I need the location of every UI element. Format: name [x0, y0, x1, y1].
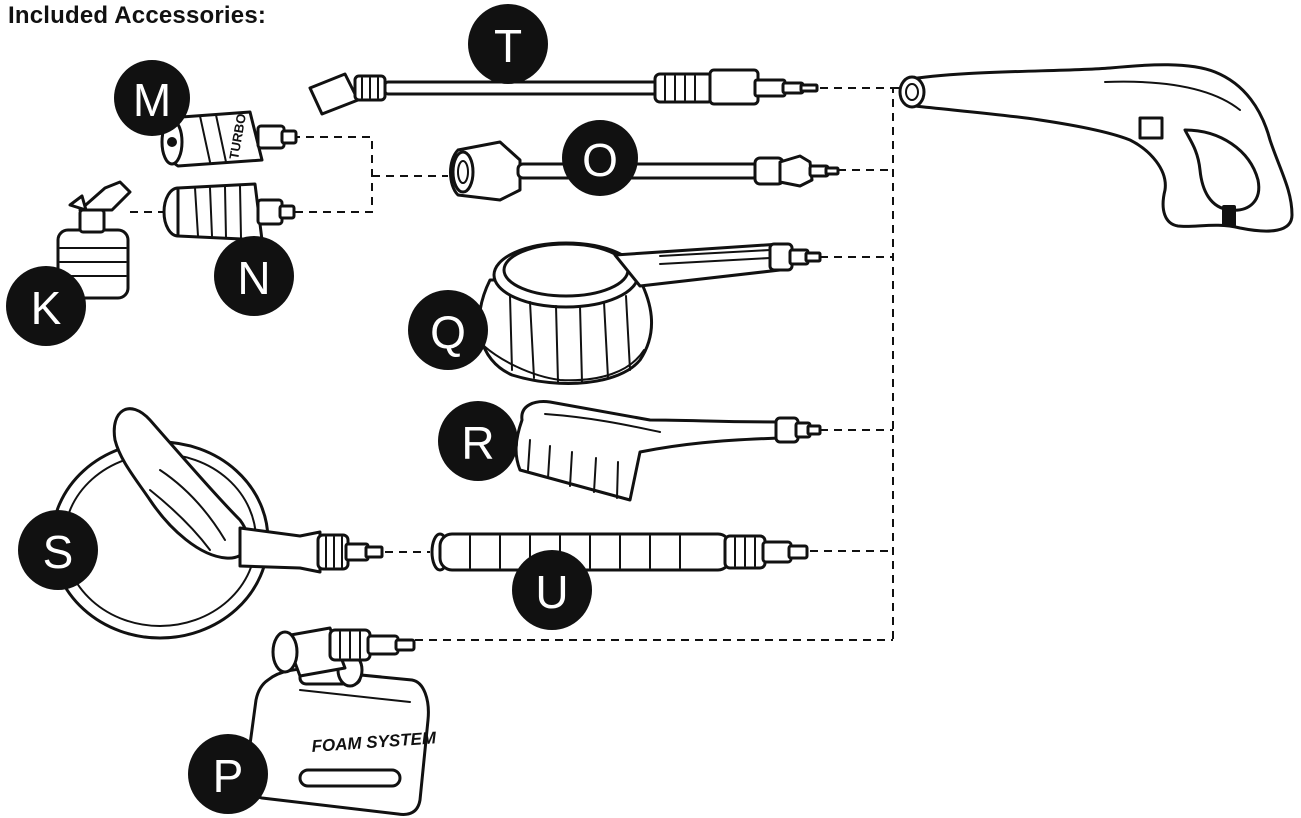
adjustable-nozzle-icon [162, 182, 296, 242]
badge-q-letter: Q [430, 306, 466, 358]
badge-m: M [114, 60, 190, 136]
flat-brush-icon [514, 400, 822, 502]
variable-lance-icon [449, 140, 840, 202]
badge-o: O [562, 120, 638, 196]
badge-r-letter: R [461, 417, 494, 469]
badge-n: N [214, 236, 294, 316]
badge-p-letter: P [213, 750, 244, 802]
badge-r: R [438, 401, 518, 481]
rotary-brush-icon [477, 241, 822, 385]
extension-lance-icon [430, 532, 809, 572]
badge-u: U [512, 550, 592, 630]
badge-s-letter: S [43, 526, 74, 578]
badge-m-letter: M [133, 74, 171, 126]
badge-n-letter: N [237, 252, 270, 304]
patio-cleaner-icon [50, 407, 384, 640]
spray-gun-icon [898, 63, 1294, 233]
badge-o-letter: O [582, 134, 618, 186]
badge-p: P [188, 734, 268, 814]
connector-lines [130, 87, 900, 641]
badge-s: S [18, 510, 98, 590]
badge-u-letter: U [535, 566, 568, 618]
badge-k: K [6, 266, 86, 346]
foam-cannon-icon: FOAM SYSTEM [244, 626, 437, 816]
page-title: Included Accessories: [8, 2, 267, 29]
lance-icon [308, 68, 819, 116]
badge-t: T [468, 4, 548, 84]
badge-t-letter: T [494, 20, 522, 72]
badge-k-letter: K [31, 282, 62, 334]
badge-q: Q [408, 290, 488, 370]
